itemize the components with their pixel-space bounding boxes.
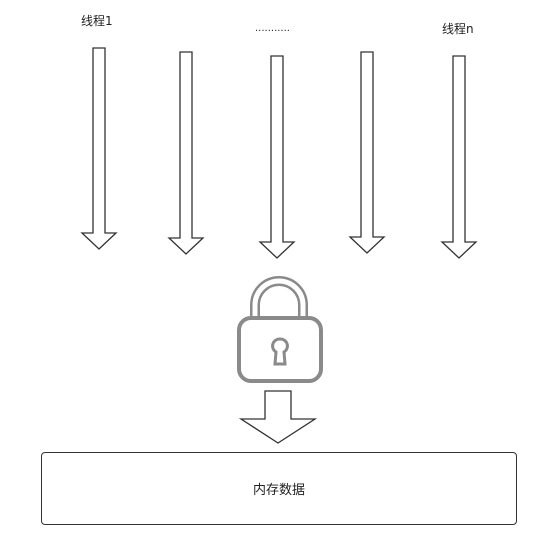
thread-arrow-4	[348, 51, 386, 254]
thread-n-label: 线程n	[442, 22, 474, 36]
memory-arrow	[238, 390, 318, 444]
memory-data-label: 内存数据	[252, 483, 305, 498]
thread-arrow-5	[440, 55, 478, 259]
thread-ellipsis-label: ...........	[255, 23, 290, 34]
thread-arrow-2	[167, 51, 205, 255]
memory-data-box: 内存数据	[41, 452, 517, 525]
lock-shackle-inner	[252, 278, 306, 320]
thread-1-label: 线程1	[81, 14, 113, 28]
thread-arrow-1	[80, 47, 118, 250]
lock-keyhole	[271, 337, 289, 366]
lock-icon	[237, 276, 323, 383]
thread-arrow-3	[258, 55, 296, 259]
